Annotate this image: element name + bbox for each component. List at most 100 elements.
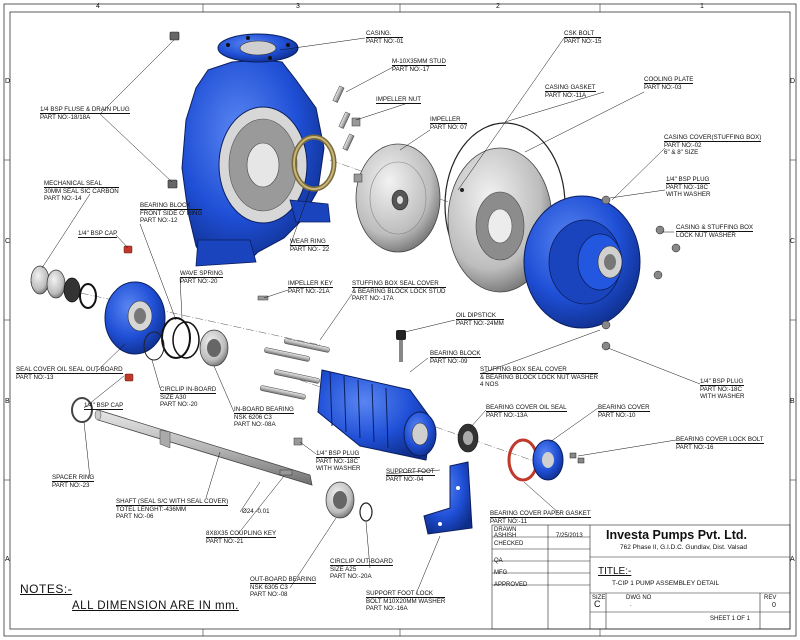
grid-row-d-left: D <box>5 78 11 85</box>
drawing-border <box>3 3 797 637</box>
title-label: TITLE:- <box>598 566 632 577</box>
inboard-bearing-part <box>199 329 229 367</box>
tb-dwg-label: DWG NO <box>626 595 652 601</box>
grid-row-b-right: B <box>790 398 795 405</box>
label-impeller-nut: IMPELLER NUT <box>376 96 422 105</box>
label-bsp-cap-top: 1/4" BSP CAP <box>78 230 118 239</box>
grid-row-a-left: A <box>5 556 10 563</box>
casing-cover-part <box>523 195 641 329</box>
stuffing-box-studs <box>260 338 330 400</box>
tb-dwg-value: . <box>630 602 632 608</box>
notes-heading: NOTES:- <box>20 582 73 596</box>
bsp-plug-icon <box>293 437 303 446</box>
notes-block: NOTES:- ALL DIMENSION ARE IN mm. <box>20 582 239 612</box>
coupling-key-part <box>279 469 293 476</box>
grid-row-c-left: C <box>5 238 11 245</box>
label-casing: CASING.PART NO:-01 <box>366 30 404 46</box>
impeller-part <box>355 143 441 253</box>
bearing-block-part <box>317 330 437 461</box>
tb-drawn-by: ASHISH <box>494 533 517 539</box>
tb-checked-label: CHECKED <box>494 541 524 547</box>
label-bsp-cap-mid: 1/4" BSP CAP <box>84 402 124 411</box>
tb-drawn-label: DRAWN <box>494 527 517 533</box>
circlip-outboard-part <box>359 502 373 522</box>
grid-row-c-right: C <box>790 238 796 245</box>
stud-parts <box>332 85 355 151</box>
tb-date: 7/25/2013 <box>556 533 583 539</box>
grid-row-b-left: B <box>5 398 10 405</box>
bearing-cover-lock-bolt-parts <box>569 452 585 464</box>
tb-approved-label: APPROVED <box>494 582 528 588</box>
impeller-key-part <box>257 295 269 301</box>
leader-lines <box>41 37 701 595</box>
label-mechanical-seal: MECHANICAL SEAL30mm SEAL SIC CARBONPART … <box>44 180 119 203</box>
company-name: Investa Pumps Pvt. Ltd. <box>606 528 748 542</box>
grid-row-a-right: A <box>790 556 795 563</box>
bearing-cover-oil-seal-part <box>457 423 479 453</box>
support-foot-part <box>423 461 473 535</box>
title-block-frame <box>491 524 791 630</box>
tb-rev-value: 0 <box>772 602 776 609</box>
grid-row-d-right: D <box>790 78 796 85</box>
label-shaft: SHAFT (SEAL S/C WITH SEAL COVER)TOTEL LE… <box>116 498 229 521</box>
grid-col-3: 3 <box>296 3 300 10</box>
shaft-part <box>94 409 313 486</box>
grid-col-2: 2 <box>496 3 500 10</box>
outboard-bearing-part <box>325 481 355 519</box>
lock-nut-washer-parts <box>601 195 681 351</box>
drain-plug-icons <box>167 31 180 189</box>
bearing-cover-part <box>532 439 564 481</box>
tb-rev-label: REV <box>764 595 777 601</box>
tb-mfg-label: MFG <box>494 570 508 576</box>
label-shaft-diameter: Ø24 -0.01 <box>242 508 270 515</box>
notes-body: ALL DIMENSION ARE IN mm. <box>72 600 239 612</box>
tb-sheet: SHEET 1 OF 1 <box>710 616 750 622</box>
seal-cover-part <box>104 281 166 355</box>
casing-part <box>181 33 331 267</box>
tb-qa-label: QA <box>494 558 503 564</box>
wear-ring-part <box>291 134 337 192</box>
grid-col-4: 4 <box>96 3 100 10</box>
bsp-cap-icons <box>123 245 134 382</box>
tb-size-value: C <box>594 599 601 609</box>
impeller-nut-part <box>351 117 363 183</box>
tb-size-label: SIZE <box>592 595 606 601</box>
drawing-title: T-CIP 1 PUMP ASSEMBLEY DETAIL <box>612 580 720 587</box>
label-sb-lock-nut-washer: STUFFING BOX SEAL COVER& BEARING BLOCK L… <box>480 366 598 389</box>
grid-col-1: 1 <box>700 3 704 10</box>
bearing-block-oring-part <box>161 317 200 359</box>
mechanical-seal-part <box>30 265 97 309</box>
circlip-inboard-part <box>143 331 165 361</box>
